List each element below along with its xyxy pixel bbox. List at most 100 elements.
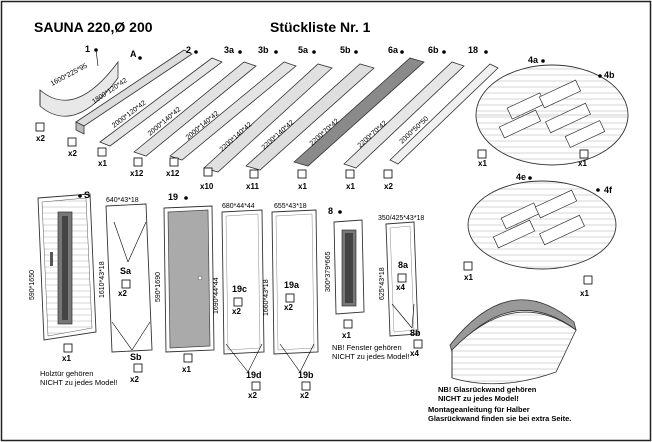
floor-4b-qty: x1 bbox=[578, 159, 587, 168]
sauna-door-checkbox bbox=[63, 343, 73, 353]
note-glass-wall: NB! Glasrückwand gehören NICHT zu jedes … bbox=[438, 385, 537, 403]
door-19-checkbox bbox=[183, 353, 193, 363]
floor-label-4e: 4e bbox=[516, 172, 526, 182]
frame-Sa-qty: x2 bbox=[118, 289, 127, 298]
frame-19a-top-dimension: 655*43*18 bbox=[274, 203, 307, 210]
window-8-checkbox bbox=[343, 319, 353, 329]
beam-A-qty: x2 bbox=[68, 149, 77, 158]
frame-19c-qty: x2 bbox=[232, 307, 241, 316]
floor-4e-checkbox bbox=[463, 261, 473, 271]
frame-19a-label: 19a bbox=[284, 280, 300, 290]
floor-label-4a: 4a bbox=[528, 55, 539, 65]
window-frame-8b-qty: x4 bbox=[410, 349, 419, 358]
note-assembly: Montageanleitung für Halber Glasrückwand… bbox=[428, 405, 571, 423]
beam-5a-qty: x10 bbox=[200, 182, 214, 191]
floor-4e-qty: x1 bbox=[464, 273, 473, 282]
parts-list-title: Stückliste Nr. 1 bbox=[270, 19, 371, 35]
note-wooden-door-line-2: NICHT zu jedes Model! bbox=[40, 378, 117, 387]
frame-Sb-qty: x2 bbox=[130, 375, 139, 384]
glass-back-wall bbox=[449, 299, 577, 385]
sauna-title: SAUNA 220,Ø 200 bbox=[34, 19, 153, 35]
frame-19c-label: 19c bbox=[232, 284, 247, 294]
beam-6b-checkbox bbox=[345, 169, 355, 179]
beam-5b-label: 5b bbox=[340, 45, 351, 55]
floor-label-4b: 4b bbox=[604, 70, 615, 80]
part-1-qty: x2 bbox=[36, 134, 45, 143]
door-19-dimension: 590*1690 bbox=[155, 272, 162, 302]
note-glass-line-1: NB! Glasrückwand gehören bbox=[438, 385, 537, 394]
window-frame-8a-label: 8a bbox=[398, 260, 409, 270]
window-8-label: 8 bbox=[328, 206, 333, 216]
part-1-label: 1 bbox=[85, 44, 90, 54]
note-glass-line-2: NICHT zu jedes Model! bbox=[438, 394, 519, 403]
beam-5b-qty: x11 bbox=[246, 182, 259, 191]
beam-6a-qty: x1 bbox=[298, 182, 307, 191]
sauna-door-dimension: 590*1650 bbox=[29, 270, 36, 300]
door-19-qty: x1 bbox=[182, 365, 191, 374]
sauna-door-label: S bbox=[84, 190, 90, 200]
frame-Sa-label: Sa bbox=[120, 266, 132, 276]
frame-19c-side-dimension: 1690*44*44 bbox=[213, 277, 220, 314]
door-19: 19 590*1690 bbox=[155, 192, 215, 353]
window-frame-top-dimension: 350/425*43*18 bbox=[378, 215, 424, 222]
beam-18-checkbox bbox=[383, 169, 393, 179]
beam-2-checkbox bbox=[97, 147, 107, 157]
beam-3a-qty: x12 bbox=[130, 169, 144, 178]
beam-3b-qty: x12 bbox=[166, 169, 180, 178]
window-8-qty: x1 bbox=[342, 331, 351, 340]
frame-19d-label: 19d bbox=[246, 370, 262, 380]
note-assembly-line-2: Glasrückwand finden sie bei extra Seite. bbox=[428, 414, 571, 423]
beam-2-qty: x1 bbox=[98, 159, 107, 168]
floor-4a-qty: x1 bbox=[478, 159, 487, 168]
frame-19d-qty: x2 bbox=[248, 391, 257, 400]
frame-19b-label: 19b bbox=[298, 370, 314, 380]
frame-19a-qty: x2 bbox=[284, 303, 293, 312]
window-frame-8b-label: 8b bbox=[410, 328, 421, 338]
frame-Sa-top-dimension: 640*43*18 bbox=[106, 197, 139, 204]
floor-4f-checkbox bbox=[583, 275, 593, 285]
beam-5a-label: 5a bbox=[298, 45, 309, 55]
sauna-door-qty: x1 bbox=[62, 354, 71, 363]
window-frame-8a-8b: 350/425*43*18 625*43*18 8a x4 8b x4 bbox=[378, 215, 424, 358]
frame-19a-side-dimension: 1660*43*18 bbox=[263, 279, 270, 316]
beam-6a-checkbox bbox=[297, 169, 307, 179]
beam-3b-checkbox bbox=[169, 157, 179, 167]
floor-4a-checkbox bbox=[477, 149, 487, 159]
note-wooden-door: Holztür gehören NICHT zu jedes Model! bbox=[40, 369, 117, 387]
beam-3a-label: 3a bbox=[224, 45, 235, 55]
floor-4f-qty: x1 bbox=[580, 289, 589, 298]
door-frame-19a-19b: 655*43*18 1660*43*18 19a x2 19b x2 bbox=[263, 203, 319, 400]
beam-A-checkbox bbox=[67, 137, 77, 147]
door-frame-Sa-Sb: 640*43*18 1610*43*18 Sa x2 Sb x2 bbox=[99, 197, 153, 384]
beam-3b-label: 3b bbox=[258, 45, 269, 55]
window-frame-8a-qty: x4 bbox=[396, 283, 405, 292]
window-8: 8 300*379*665 bbox=[325, 206, 365, 315]
frame-Sa-side-dimension: 1610*43*18 bbox=[99, 261, 106, 298]
beam-6b-label: 6b bbox=[428, 45, 439, 55]
door-19-label: 19 bbox=[168, 192, 178, 202]
sauna-door-S: S 590*1650 bbox=[29, 190, 97, 341]
beam-18-label: 18 bbox=[468, 45, 478, 55]
window-8-dimension: 300*379*665 bbox=[325, 251, 332, 292]
beam-18-qty: x2 bbox=[384, 182, 393, 191]
note-wooden-door-line-1: Holztür gehören bbox=[40, 369, 93, 378]
note-window: NB! Fenster gehören NICHT zu jedes Model… bbox=[332, 343, 409, 361]
beam-2-label: 2 bbox=[186, 45, 191, 55]
beam-3a-checkbox bbox=[133, 157, 143, 167]
door-frame-19c-19d: 680*44*44 1690*44*44 19c x2 19d x2 bbox=[213, 203, 265, 400]
window-frame-side-dimension: 625*43*18 bbox=[379, 267, 386, 300]
beam-5b-checkbox bbox=[249, 169, 259, 179]
note-assembly-line-1: Montageanleitung für Halber bbox=[428, 405, 530, 414]
floor-disc-4a-4b: 4a 4b bbox=[475, 55, 629, 166]
beam-6a-label: 6a bbox=[388, 45, 399, 55]
floor-4b-checkbox bbox=[579, 149, 589, 159]
beam-5a-checkbox bbox=[203, 167, 213, 177]
note-window-line-2: NICHT zu jedes Model! bbox=[332, 352, 409, 361]
frame-Sb-label: Sb bbox=[130, 352, 142, 362]
beam-6b-qty: x1 bbox=[346, 182, 355, 191]
floor-label-4f: 4f bbox=[604, 185, 613, 195]
frame-19b-qty: x2 bbox=[300, 391, 309, 400]
floor-disc-4e-4f: 4e 4f bbox=[467, 172, 617, 270]
note-window-line-1: NB! Fenster gehören bbox=[332, 343, 402, 352]
